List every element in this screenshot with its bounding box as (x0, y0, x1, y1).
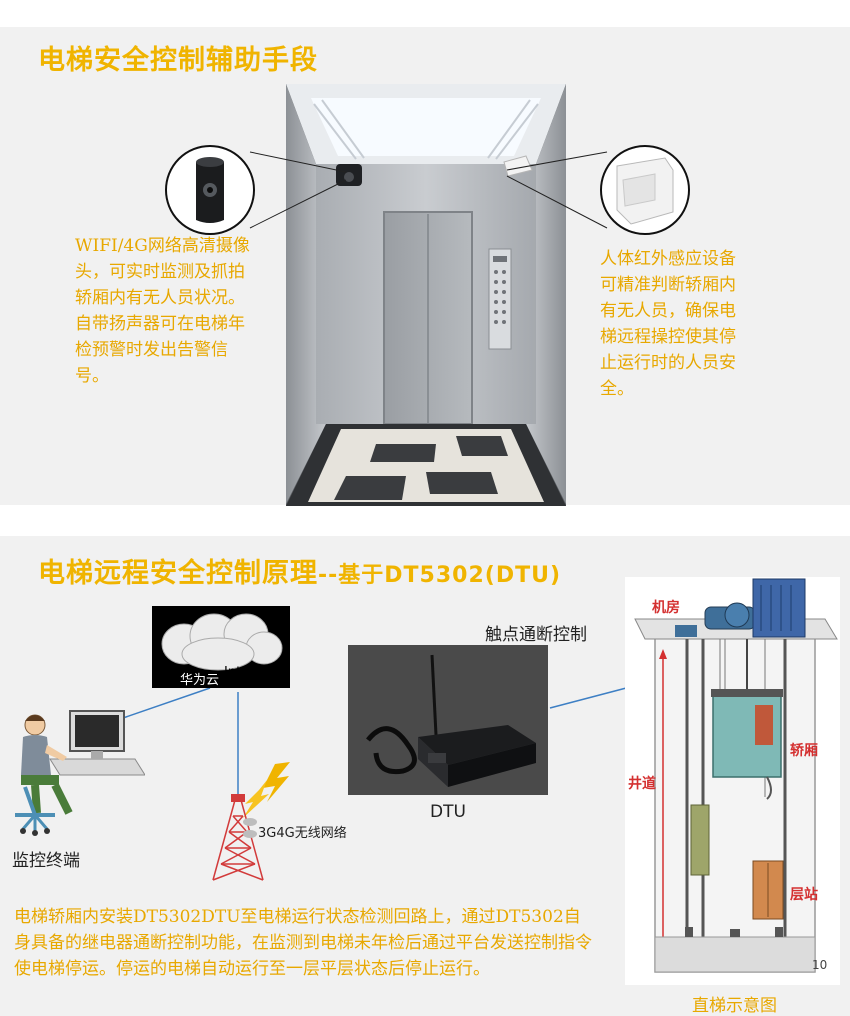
section1-title: 电梯安全控制辅助手段 (38, 45, 318, 76)
camera-description: WIFI/4G网络高清摄像头，可实时监测及抓拍轿厢内有无人员状况。 自带扬声器可… (75, 233, 250, 389)
camera-description-line2: 自带扬声器可在电梯年检预警时发出告警信号。 (75, 314, 245, 386)
machine-room-label: 机房 (652, 600, 680, 616)
network-label: 3G4G无线网络 (258, 826, 347, 841)
diagram-caption: 直梯示意图 (692, 996, 777, 1016)
sensor-callout (506, 145, 690, 235)
diagram-page-number: 10 (812, 958, 828, 972)
section2-title-sub: --基于DT5302(DTU) (318, 563, 562, 588)
sensor-description: 人体红外感应设备可精准判断轿厢内有无人员，确保电梯远程操控使其停止运行时的人员安… (600, 246, 740, 402)
relay-control-label: 触点通断控制 (485, 625, 587, 645)
cloud-icon (161, 613, 283, 671)
shaft-label: 井道 (628, 776, 656, 792)
terminal-label: 监控终端 (12, 851, 80, 871)
elevator-cabin-image (286, 84, 566, 506)
elevator-diagram (634, 578, 838, 973)
internet-label: Internet (224, 665, 276, 680)
car-label: 轿厢 (790, 743, 818, 759)
cloud-label: 华为云 (180, 673, 220, 688)
dtu-device-icon (366, 654, 536, 787)
principle-description: 电梯轿厢内安装DT5302DTU至电梯运行状态检测回路上，通过DT5302自身具… (14, 907, 592, 979)
camera-icon (196, 157, 224, 223)
section2-title: 电梯远程安全控制原理--基于DT5302(DTU) (38, 551, 561, 590)
infrared-sensor-icon (616, 157, 674, 225)
section2-title-main: 电梯远程安全控制原理 (38, 558, 318, 589)
cell-tower-icon (212, 762, 290, 881)
monitoring-terminal-icon (15, 710, 145, 836)
dtu-label: DTU (430, 802, 466, 822)
landing-label: 层站 (790, 887, 818, 903)
camera-callout (165, 145, 347, 235)
lightning-icon (263, 762, 290, 802)
sensor-description-text: 人体红外感应设备可精准判断轿厢内有无人员，确保电梯远程操控使其停止运行时的人员安… (600, 249, 736, 399)
camera-description-line1: WIFI/4G网络高清摄像头，可实时监测及抓拍轿厢内有无人员状况。 (75, 236, 250, 308)
